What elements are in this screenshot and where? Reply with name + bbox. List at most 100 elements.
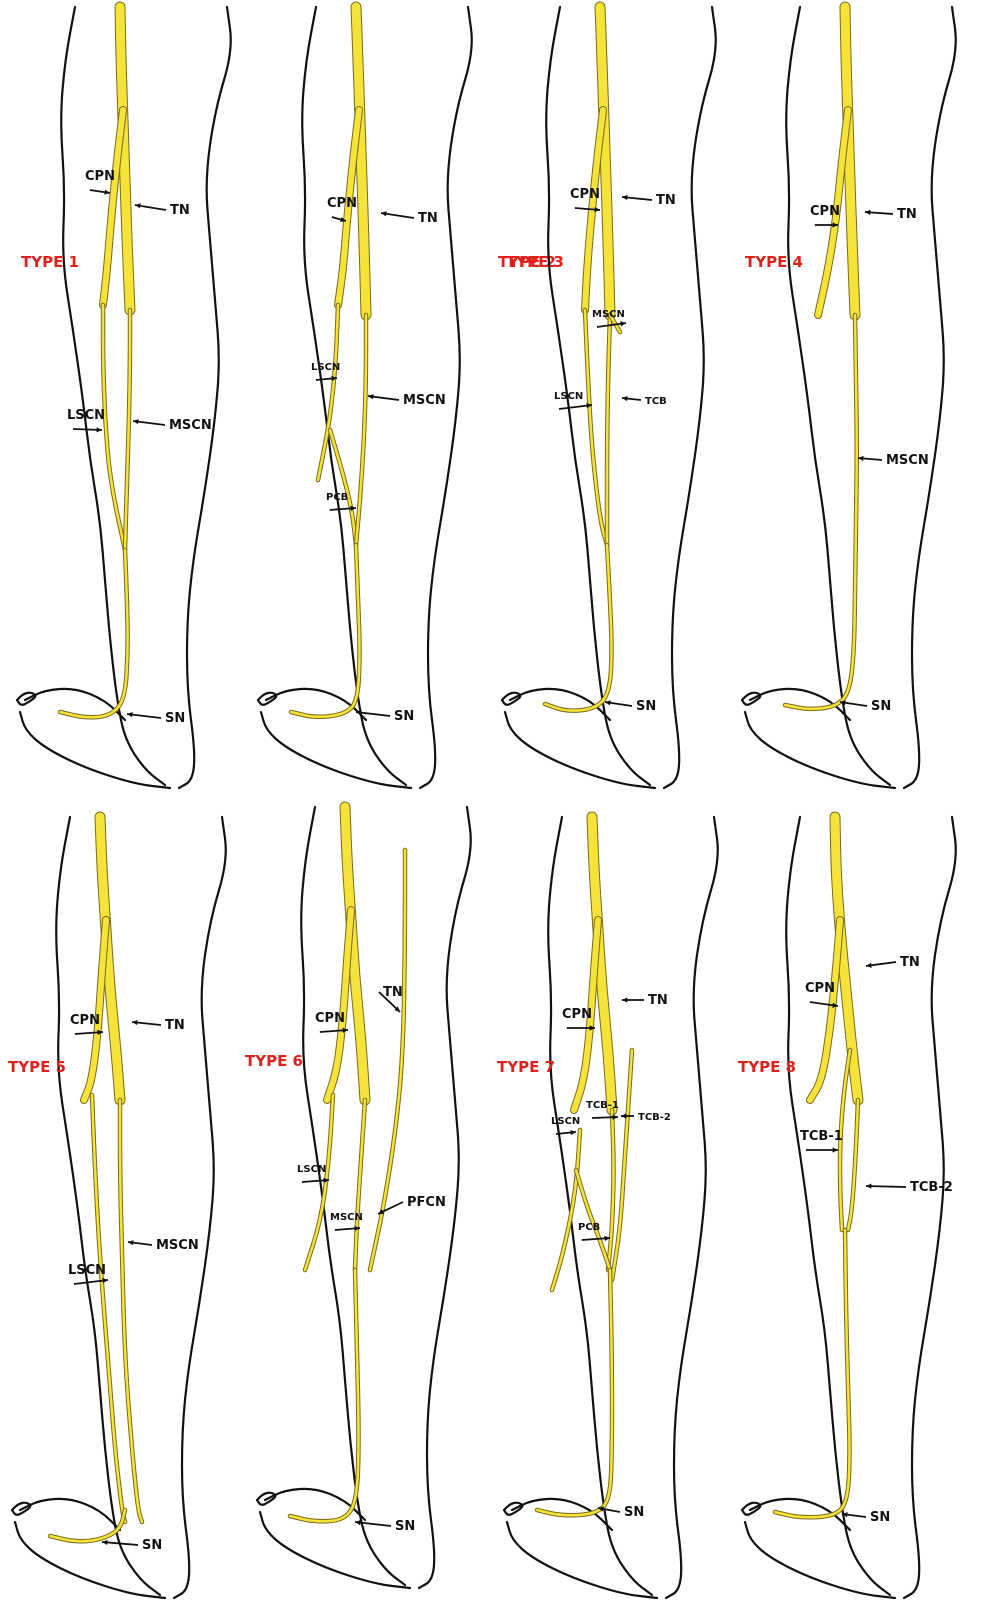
nerve-label: TN	[170, 203, 190, 218]
foot-sole-outline	[15, 1522, 165, 1598]
pointer-arrow	[567, 1025, 595, 1030]
foot-sole-outline	[261, 712, 411, 788]
pointer-arrow	[582, 1236, 610, 1241]
leg-back-outline	[786, 7, 890, 785]
pointer-arrow	[330, 506, 356, 511]
leg-front-outline	[174, 817, 226, 1598]
leg-front-outline	[904, 817, 956, 1598]
nerve-branch	[356, 7, 366, 315]
nerve-label: SN	[871, 699, 891, 714]
pointer-arrow	[592, 1115, 618, 1120]
nerve-label: TN	[897, 207, 917, 222]
nerve-label: LSCN	[554, 391, 583, 402]
nerve-branch	[103, 305, 125, 550]
pointer-arrow	[858, 456, 882, 461]
nerve-label: MSCN	[886, 453, 929, 468]
nerve-label: SN	[394, 709, 414, 724]
nerve-label: LSCN	[68, 1263, 106, 1278]
foot-sole-outline	[507, 1522, 657, 1598]
pointer-arrow	[842, 1512, 866, 1517]
pointer-arrow	[75, 1030, 103, 1035]
nerve-label: MSCN	[330, 1212, 363, 1223]
pointer-arrow	[806, 1147, 838, 1152]
nerve-edge	[290, 1270, 359, 1521]
nerve-label: CPN	[570, 187, 600, 202]
nerve-label: SN	[624, 1505, 644, 1520]
panel-type-4: TYPE 4 CPN TN MSCN SN	[742, 7, 956, 788]
nerve-label: TN	[656, 193, 676, 208]
pointer-arrow	[622, 396, 641, 401]
nerve-edge	[370, 850, 405, 1270]
nerve-label: TN	[648, 993, 668, 1008]
nerve-label: LSCN	[311, 362, 340, 373]
nerve-label: LSCN	[297, 1164, 326, 1175]
nerve-label: CPN	[315, 1011, 345, 1026]
nerve-branch	[103, 110, 123, 305]
nerve-label: TCB-1	[586, 1100, 619, 1111]
nerve-branch	[600, 7, 610, 315]
nerve-edge	[785, 315, 857, 709]
pointer-arrow	[135, 203, 166, 210]
nerve-label: MSCN	[592, 309, 625, 320]
nerve-label: TN	[165, 1018, 185, 1033]
leg-back-outline	[61, 7, 165, 785]
nerve-label: TN	[900, 955, 920, 970]
nerve-label: CPN	[805, 981, 835, 996]
pointer-arrow	[559, 403, 592, 409]
nerve-label: CPN	[70, 1013, 100, 1028]
nerve-branch	[845, 7, 855, 315]
foot-sole-outline	[745, 712, 895, 788]
pointer-arrow	[128, 1240, 152, 1245]
pointer-arrow	[90, 190, 110, 195]
type-label: TYPE 5	[8, 1058, 66, 1076]
nerve-label: LSCN	[551, 1116, 580, 1127]
pointer-arrow	[302, 1178, 329, 1183]
pointer-arrow	[132, 1020, 161, 1025]
nerve-label: MSCN	[169, 418, 212, 433]
type-label: TYPE 7	[497, 1058, 555, 1076]
nerve-label: MSCN	[403, 393, 446, 408]
pointer-arrow	[605, 700, 632, 706]
nerve-edge	[585, 310, 607, 545]
type-label: TYPE 8	[738, 1058, 796, 1076]
type-label: TYPE 3	[506, 253, 564, 271]
type-label: TYPE 4	[745, 253, 803, 271]
nerve-branch	[60, 550, 128, 717]
nerve-label: TN	[418, 211, 438, 226]
foot-sole-outline	[505, 712, 655, 788]
nerve-label: SN	[142, 1538, 162, 1553]
foot-sole-outline	[20, 712, 170, 788]
nerve-label: CPN	[810, 204, 840, 219]
pointer-arrow	[622, 195, 652, 200]
leg-front-outline	[904, 7, 956, 788]
nerve-branch	[355, 1100, 365, 1270]
nerve-label: TCB-2	[910, 1180, 953, 1195]
leg-front-outline	[179, 7, 231, 788]
nerve-branch	[576, 1170, 610, 1270]
nerve-label: MSCN	[156, 1238, 199, 1253]
foot-sole-outline	[260, 1512, 410, 1588]
pointer-arrow	[381, 211, 414, 218]
pointer-arrow	[865, 210, 893, 215]
nerve-label: CPN	[562, 1007, 592, 1022]
nerve-branch	[120, 7, 130, 310]
foot-sole-outline	[745, 1522, 895, 1598]
pointer-arrow	[320, 1028, 348, 1033]
pointer-arrow	[368, 394, 399, 400]
nerve-label: SN	[870, 1510, 890, 1525]
nerve-edge	[60, 550, 128, 717]
nerve-label: PFCN	[407, 1195, 446, 1210]
nerve-label: SN	[165, 711, 185, 726]
foot-top-outline	[20, 1499, 120, 1530]
nerve-label: PCB	[578, 1222, 600, 1233]
nerve-branch	[785, 315, 857, 709]
nerve-label: TCB-2	[638, 1112, 671, 1123]
nerve-label: LSCN	[67, 408, 105, 423]
nerve-label: SN	[395, 1519, 415, 1534]
panel-type-5: TYPE 5 CPN TN LSCN MSCN SN	[8, 817, 226, 1598]
leg-front-outline	[664, 7, 716, 788]
nerve-label: PCB	[326, 492, 348, 503]
